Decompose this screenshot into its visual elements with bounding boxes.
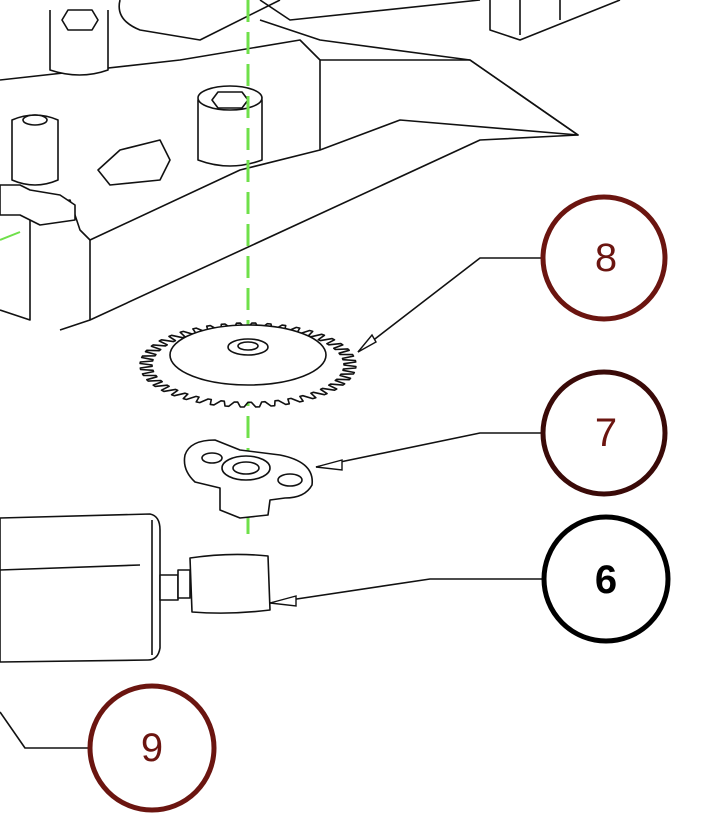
housing-part: [0, 0, 621, 331]
callout-6-label: 6: [595, 558, 617, 602]
callout-7: 7: [540, 369, 668, 497]
leader-lines: [0, 257, 544, 749]
gear-part: [139, 322, 357, 408]
cam-bracket-part: [183, 439, 313, 519]
callout-6: 6: [541, 514, 671, 644]
motor-part: [0, 513, 271, 663]
callout-8-label: 8: [595, 236, 617, 280]
callout-9-label: 9: [141, 726, 163, 770]
callout-7-label: 7: [595, 411, 617, 455]
callout-8: 8: [540, 194, 668, 322]
callout-9: 9: [87, 683, 217, 813]
